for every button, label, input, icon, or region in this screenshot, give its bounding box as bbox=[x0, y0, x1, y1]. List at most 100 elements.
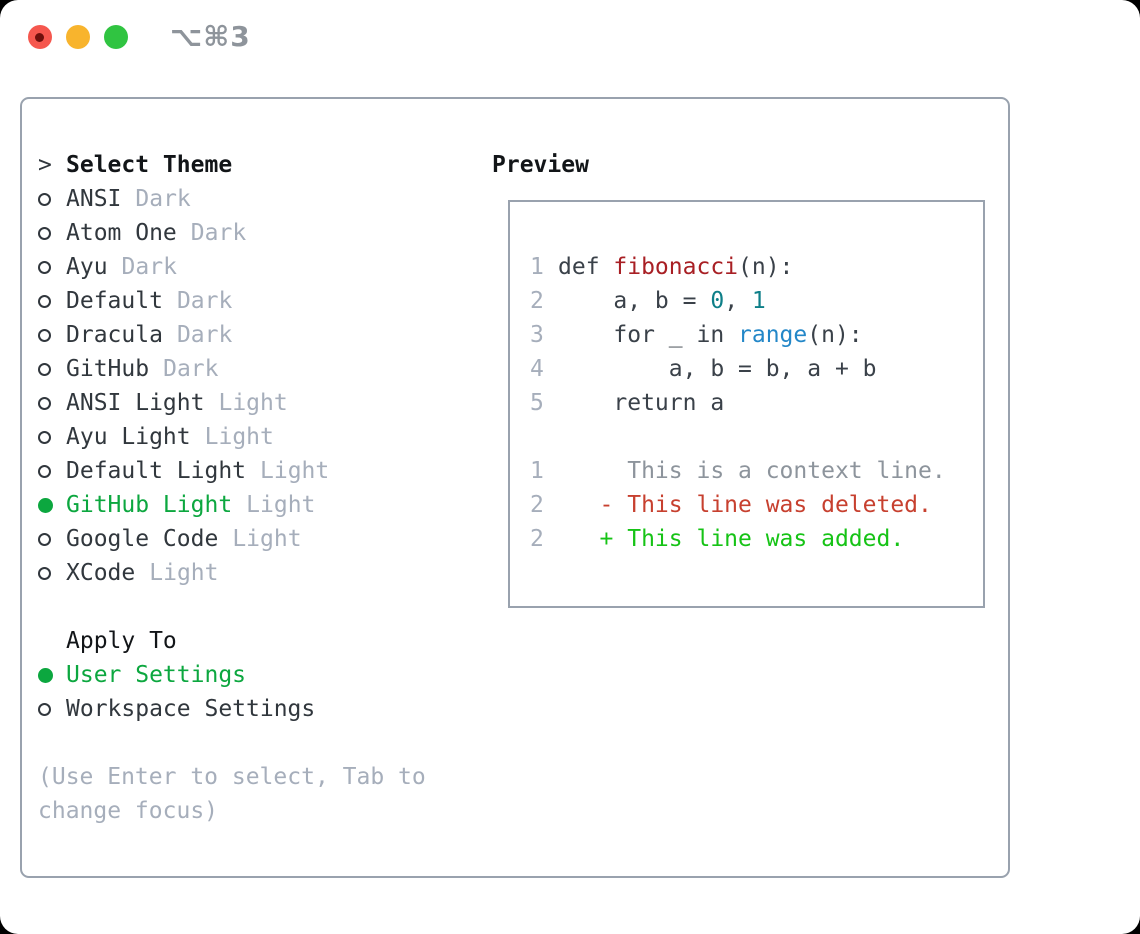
theme-option-github-light[interactable]: GitHub Light Light bbox=[38, 488, 478, 522]
theme-option-ansi[interactable]: ANSI Dark bbox=[38, 182, 478, 216]
apply-to-header-row: Apply To bbox=[38, 624, 478, 658]
radio-unselected-icon bbox=[38, 430, 66, 444]
theme-name: Default Light bbox=[66, 458, 247, 484]
theme-option-ayu-light[interactable]: Ayu Light Light bbox=[38, 420, 478, 454]
line-number: 1 bbox=[530, 254, 544, 280]
theme-name: ANSI Light bbox=[66, 390, 205, 416]
theme-variant-tag: Light bbox=[149, 560, 219, 586]
radio-unselected-icon bbox=[38, 464, 66, 478]
preview-line: 5 return a bbox=[530, 386, 946, 420]
code-token-plain: def bbox=[558, 254, 614, 280]
code-token-deleted: - This line was deleted. bbox=[558, 492, 932, 518]
spacer bbox=[38, 590, 478, 624]
theme-name: Ayu bbox=[66, 254, 108, 280]
code-token-context: This is a context line. bbox=[558, 458, 946, 484]
preview-line: 2 - This line was deleted. bbox=[530, 488, 946, 522]
theme-name: Google Code bbox=[66, 526, 219, 552]
radio-unselected-icon bbox=[38, 226, 66, 240]
spacer bbox=[38, 726, 478, 760]
minimize-button[interactable] bbox=[66, 25, 90, 49]
theme-option-xcode[interactable]: XCode Light bbox=[38, 556, 478, 590]
select-theme-header: Select Theme bbox=[66, 152, 233, 178]
theme-variant-tag: Dark bbox=[135, 186, 191, 212]
prompt-caret-icon: > bbox=[38, 152, 52, 178]
theme-name: GitHub Light bbox=[66, 492, 233, 518]
line-number: 2 bbox=[530, 526, 544, 552]
preview-line: 1 def fibonacci(n): bbox=[530, 250, 946, 284]
code-token-added: + This line was added. bbox=[558, 526, 905, 552]
preview-line: 2 a, b = 0, 1 bbox=[530, 284, 946, 318]
radio-selected-icon bbox=[38, 497, 66, 513]
radio-selected-icon bbox=[38, 667, 66, 683]
preview-line bbox=[530, 420, 946, 454]
line-number: 1 bbox=[530, 458, 544, 484]
line-number: 2 bbox=[530, 492, 544, 518]
apply-option-user-settings[interactable]: User Settings bbox=[38, 658, 478, 692]
theme-option-dracula[interactable]: Dracula Dark bbox=[38, 318, 478, 352]
radio-unselected-icon bbox=[38, 566, 66, 580]
preview-line: 3 for _ in range(n): bbox=[530, 318, 946, 352]
hint-line-1: (Use Enter to select, Tab to bbox=[38, 764, 426, 790]
theme-name: XCode bbox=[66, 560, 136, 586]
apply-option-label: Workspace Settings bbox=[66, 696, 316, 722]
code-token-plain: return a bbox=[558, 390, 725, 416]
hint-line-2: change focus) bbox=[38, 798, 219, 824]
code-token-plain: a, b = b, a + b bbox=[558, 356, 877, 382]
apply-option-workspace-settings[interactable]: Workspace Settings bbox=[38, 692, 478, 726]
zoom-button[interactable] bbox=[104, 25, 128, 49]
code-token-plain: , bbox=[724, 288, 752, 314]
close-button[interactable] bbox=[28, 25, 52, 49]
theme-variant-tag: Dark bbox=[190, 220, 247, 246]
theme-variant-tag: Dark bbox=[176, 322, 233, 348]
theme-option-ayu[interactable]: Ayu Dark bbox=[38, 250, 478, 284]
radio-unselected-icon bbox=[38, 362, 66, 376]
apply-option-label: User Settings bbox=[66, 662, 247, 688]
theme-name: Default bbox=[66, 288, 163, 314]
theme-variant-tag: Light bbox=[246, 492, 316, 518]
preview-line: 2 + This line was added. bbox=[530, 522, 946, 556]
close-button-dot bbox=[35, 33, 44, 42]
radio-unselected-icon bbox=[38, 260, 66, 274]
radio-unselected-icon bbox=[38, 294, 66, 308]
code-token-number: 1 bbox=[751, 288, 766, 314]
theme-variant-tag: Dark bbox=[163, 356, 219, 382]
code-token-func: fibonacci bbox=[613, 254, 739, 280]
theme-name: GitHub bbox=[66, 356, 150, 382]
apply-to-header: Apply To bbox=[66, 628, 177, 654]
theme-name: Ayu Light bbox=[66, 424, 191, 450]
preview-pane bbox=[508, 200, 985, 608]
code-token-plain: (n): bbox=[738, 254, 794, 280]
radio-unselected-icon bbox=[38, 192, 66, 206]
code-token-plain: (n): bbox=[807, 322, 863, 348]
preview-header: Preview bbox=[492, 152, 589, 178]
preview-line: 4 a, b = b, a + b bbox=[530, 352, 946, 386]
theme-name: ANSI bbox=[66, 186, 122, 212]
theme-option-google-code[interactable]: Google Code Light bbox=[38, 522, 478, 556]
radio-unselected-icon bbox=[38, 702, 66, 716]
radio-unselected-icon bbox=[38, 328, 66, 342]
theme-variant-tag: Light bbox=[204, 424, 274, 450]
code-token-plain: a, b = bbox=[558, 288, 711, 314]
code-token-plain: for _ in bbox=[558, 322, 739, 348]
theme-variant-tag: Light bbox=[232, 526, 302, 552]
preview-line: 1 This is a context line. bbox=[530, 454, 946, 488]
theme-name: Dracula bbox=[66, 322, 163, 348]
line-number: 2 bbox=[530, 288, 544, 314]
line-number: 4 bbox=[530, 356, 544, 382]
theme-variant-tag: Dark bbox=[121, 254, 177, 280]
window-shortcut-title: ⌥⌘3 bbox=[170, 20, 251, 53]
radio-unselected-icon bbox=[38, 532, 66, 546]
theme-option-default-light[interactable]: Default Light Light bbox=[38, 454, 478, 488]
select-theme-header-row: > Select Theme bbox=[38, 148, 478, 182]
theme-option-github[interactable]: GitHub Dark bbox=[38, 352, 478, 386]
radio-unselected-icon bbox=[38, 396, 66, 410]
code-token-number: 0 bbox=[710, 288, 725, 314]
title-bar: ⌥⌘3 bbox=[0, 0, 1140, 74]
code-token-call: range bbox=[738, 322, 808, 348]
theme-variant-tag: Light bbox=[260, 458, 330, 484]
